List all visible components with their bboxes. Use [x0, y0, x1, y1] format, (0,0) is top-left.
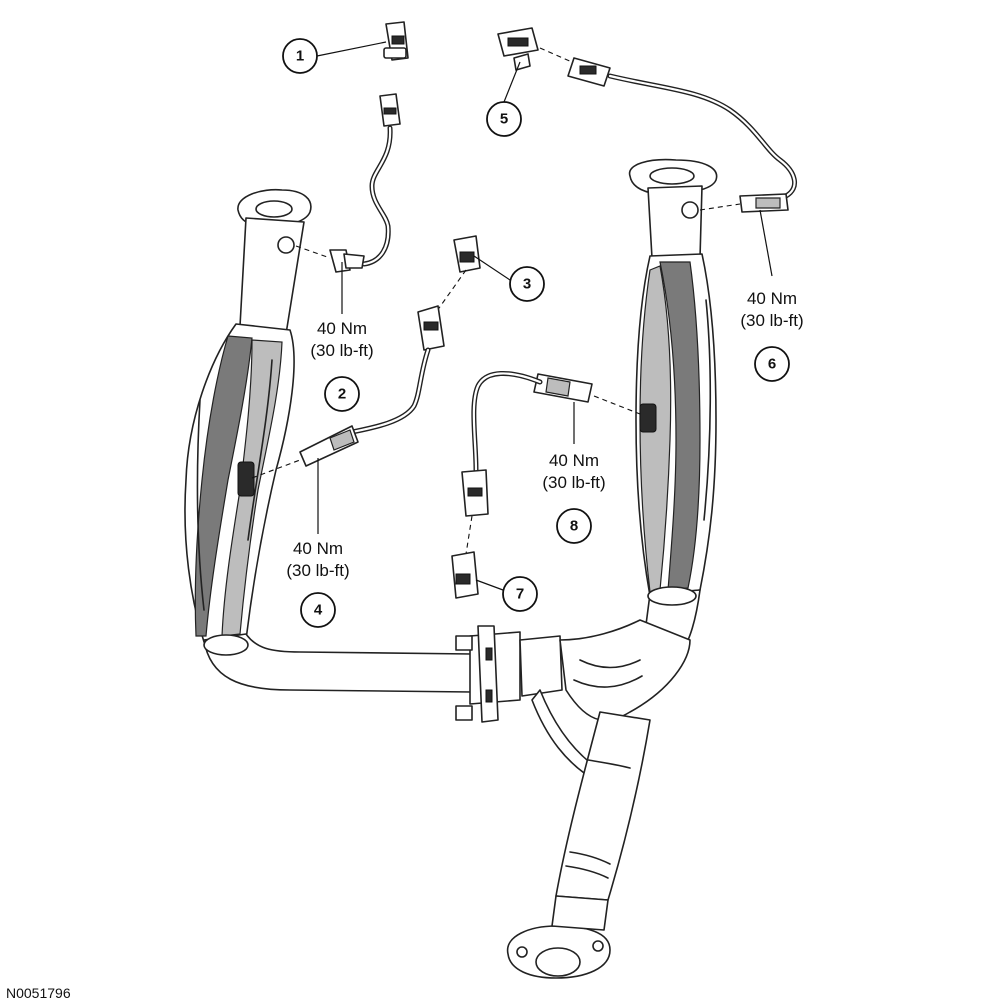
- callout-number: 1: [296, 48, 304, 65]
- torque-value-lbft: (30 lb-ft): [740, 311, 803, 330]
- torque-value-lbft: (30 lb-ft): [286, 561, 349, 580]
- callout-number: 4: [314, 602, 323, 619]
- torque-value-nm: 40 Nm: [293, 539, 343, 558]
- callout-number: 8: [570, 518, 578, 535]
- callout-number: 2: [338, 386, 346, 403]
- callout-number: 3: [523, 276, 531, 293]
- callout-4: 40 Nm (30 lb-ft) 4: [286, 458, 350, 628]
- torque-value-nm: 40 Nm: [549, 451, 599, 470]
- callout-number: 7: [516, 586, 524, 603]
- oxygen-sensor-left-downstream: [251, 235, 481, 479]
- callout-2: 40 Nm (30 lb-ft) 2: [310, 262, 374, 412]
- oxygen-sensor-right-downstream: [451, 370, 641, 599]
- right-catalytic-converter: [628, 158, 718, 657]
- y-pipe-assembly: [455, 619, 691, 979]
- callout-1: 1: [282, 38, 387, 74]
- callout-7: 7: [475, 576, 538, 612]
- callout-5: 5: [486, 61, 522, 137]
- callout-8: 40 Nm (30 lb-ft) 8: [542, 402, 606, 544]
- torque-value-lbft: (30 lb-ft): [310, 341, 373, 360]
- callout-number: 5: [500, 111, 508, 128]
- left-catalytic-converter: [184, 188, 473, 693]
- callout-3: 3: [473, 255, 545, 302]
- callout-number: 6: [768, 356, 776, 373]
- torque-value-lbft: (30 lb-ft): [542, 473, 605, 492]
- oxygen-sensor-left-upstream: [295, 21, 409, 273]
- figure-id: N0051796: [6, 985, 71, 1001]
- oxygen-sensor-right-upstream: [497, 27, 797, 213]
- callout-6: 40 Nm (30 lb-ft) 6: [740, 209, 804, 382]
- torque-value-nm: 40 Nm: [317, 319, 367, 338]
- torque-value-nm: 40 Nm: [747, 289, 797, 308]
